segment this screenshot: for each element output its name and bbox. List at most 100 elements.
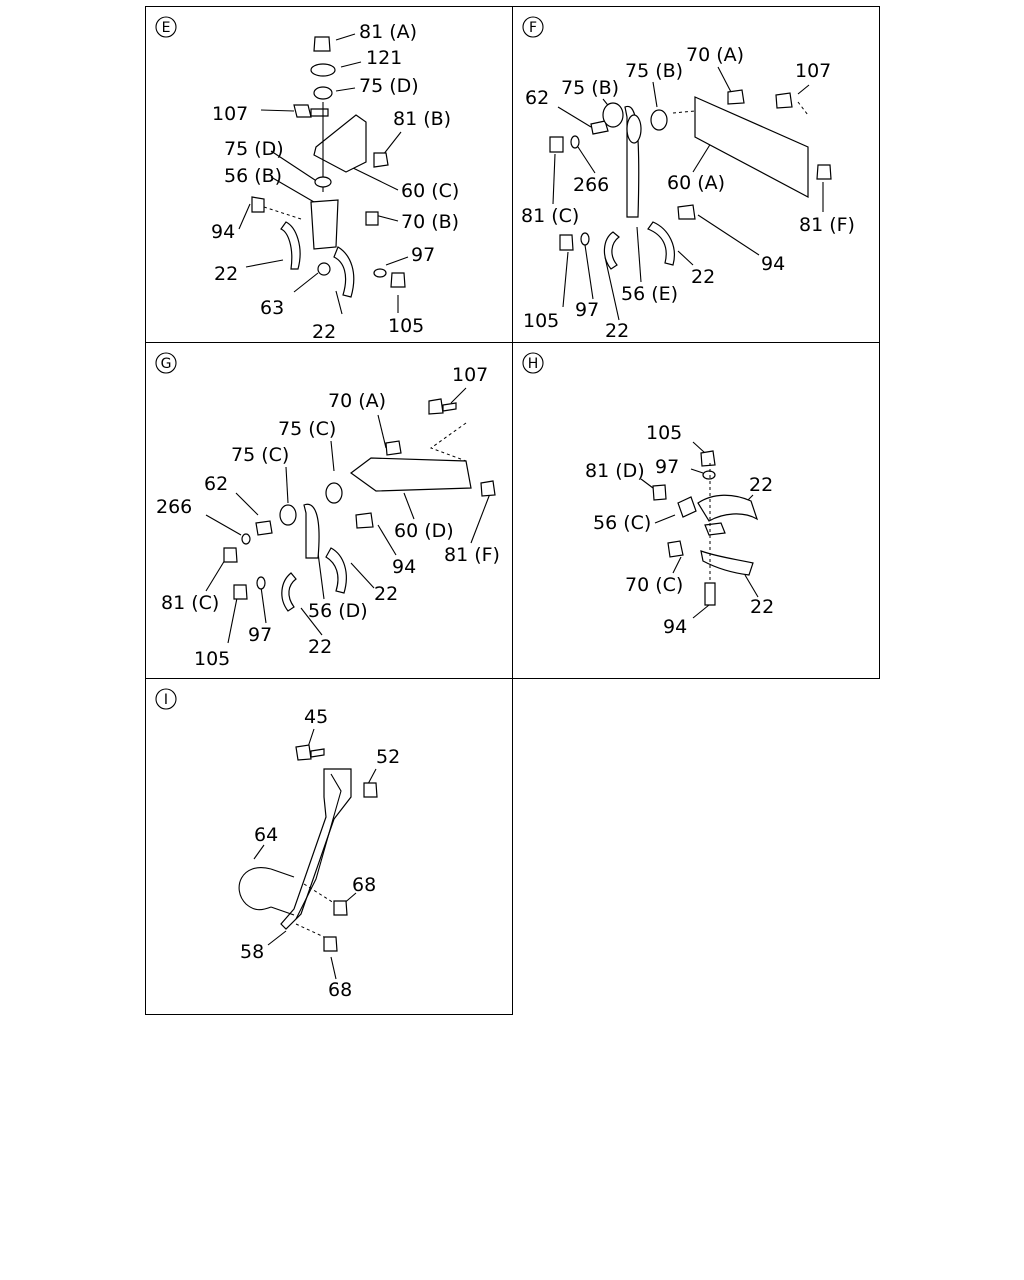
label-70a: 70 (A) [328, 390, 386, 412]
label-22-left: 22 [214, 263, 238, 285]
bracket-58-icon [280, 768, 352, 930]
bolt-icon [704, 582, 716, 606]
label-56d: 56 (D) [308, 600, 368, 622]
label-97: 97 [575, 299, 599, 321]
label-68-top: 68 [352, 874, 376, 896]
bolt-icon [775, 92, 793, 109]
bolt-icon [295, 744, 312, 761]
label-81c: 81 (C) [161, 592, 219, 614]
label-62: 62 [525, 87, 549, 109]
nut-icon [233, 584, 248, 600]
nut-icon [559, 234, 574, 251]
label-105: 105 [388, 315, 424, 337]
label-105: 105 [523, 310, 559, 332]
clamp-22-icon [333, 246, 355, 298]
label-81f: 81 (F) [444, 544, 500, 566]
washer-266-icon [570, 135, 580, 149]
bushing-icon [325, 482, 343, 504]
nut-icon [313, 36, 331, 52]
panel-i-badge: I [155, 688, 177, 710]
bolt-icon [428, 398, 444, 415]
label-70b: 70 (B) [401, 211, 459, 233]
label-121: 121 [366, 47, 402, 69]
panel-i-drawing: I 45 52 64 68 58 68 [155, 688, 400, 1001]
bushing-icon [650, 109, 668, 131]
panel-f: F 62 75 (B) 75 (B) 70 (A) 107 81 (C) 266… [512, 6, 880, 343]
label-22-top: 22 [749, 474, 773, 496]
label-97: 97 [655, 456, 679, 478]
washer-icon [580, 232, 590, 246]
label-94: 94 [392, 556, 416, 578]
nut-icon [816, 164, 832, 180]
panel-h-badge: H [522, 352, 544, 374]
panel-h: H 105 97 81 (D) 22 56 (C) 70 (C) 22 94 [512, 342, 880, 679]
svg-text:F: F [529, 20, 537, 36]
label-94: 94 [663, 616, 687, 638]
label-107: 107 [452, 364, 488, 386]
washer-icon [373, 268, 387, 278]
label-75c: 75 (C) [231, 444, 289, 466]
label-97: 97 [411, 244, 435, 266]
label-94: 94 [211, 221, 235, 243]
clamp-22-icon [700, 550, 754, 576]
label-22-right: 22 [691, 266, 715, 288]
label-75b: 75 (B) [561, 77, 619, 99]
label-60c: 60 (C) [401, 180, 459, 202]
panel-g: G 107 70 (A) 75 (C) 75 (C) 62 266 60 (D)… [145, 342, 513, 679]
label-81b: 81 (B) [393, 108, 451, 130]
label-45: 45 [304, 706, 328, 728]
u-bolt-64-icon [238, 867, 272, 911]
panel-f-drawing: F 62 75 (B) 75 (B) 70 (A) 107 81 (C) 266… [521, 16, 855, 342]
bolt-icon [355, 512, 374, 529]
bolt-icon [293, 104, 312, 118]
label-81d: 81 (D) [585, 460, 645, 482]
spacer-63-icon [317, 262, 331, 276]
label-105: 105 [646, 422, 682, 444]
nut-icon [652, 484, 667, 501]
svg-text:I: I [164, 692, 168, 708]
clamp-22-icon [280, 221, 301, 270]
label-266: 266 [156, 496, 192, 518]
bushing-icon [602, 102, 624, 128]
panel-g-badge: G [155, 352, 177, 374]
label-63: 63 [260, 297, 284, 319]
bolt-icon [251, 196, 265, 213]
label-75d-top: 75 (D) [359, 75, 419, 97]
svg-text:E: E [162, 20, 171, 36]
washer-266-icon [241, 533, 251, 545]
nut-icon [323, 936, 338, 952]
label-62: 62 [204, 473, 228, 495]
label-22-bottom: 22 [750, 596, 774, 618]
spacer-62-icon [255, 520, 273, 536]
svg-text:H: H [528, 356, 539, 372]
nut-icon [373, 152, 389, 168]
label-56e: 56 (E) [621, 283, 678, 305]
bracket-60a-icon [694, 96, 809, 198]
clamp-22-icon [647, 221, 675, 266]
label-107: 107 [795, 60, 831, 82]
label-75d: 75 (D) [224, 138, 284, 160]
clamp-22-icon [325, 547, 347, 594]
label-105: 105 [194, 648, 230, 670]
label-56b: 56 (B) [224, 165, 282, 187]
label-81f: 81 (F) [799, 214, 855, 236]
nut-icon [223, 547, 238, 563]
bolt-icon [677, 204, 696, 220]
label-64: 64 [254, 824, 278, 846]
bushing-icon [313, 86, 333, 100]
clamp-22-icon [697, 494, 759, 522]
label-22-bottom: 22 [312, 321, 336, 343]
panel-e: E 81 (A) 121 75 (D) 107 81 (B) 75 (D) 56… [145, 6, 513, 343]
label-60a: 60 (A) [667, 172, 725, 194]
label-94: 94 [761, 253, 785, 275]
bushing-icon [279, 504, 297, 526]
panel-g-drawing: G 107 70 (A) 75 (C) 75 (C) 62 266 60 (D)… [155, 352, 500, 670]
bracket-60c-icon [313, 114, 367, 173]
label-266: 266 [573, 174, 609, 196]
mount-56b-icon [310, 199, 339, 250]
label-107: 107 [212, 103, 248, 125]
nut-icon [700, 450, 716, 467]
label-70c: 70 (C) [625, 574, 683, 596]
label-81c: 81 (C) [521, 205, 579, 227]
label-70a: 70 (A) [686, 44, 744, 66]
